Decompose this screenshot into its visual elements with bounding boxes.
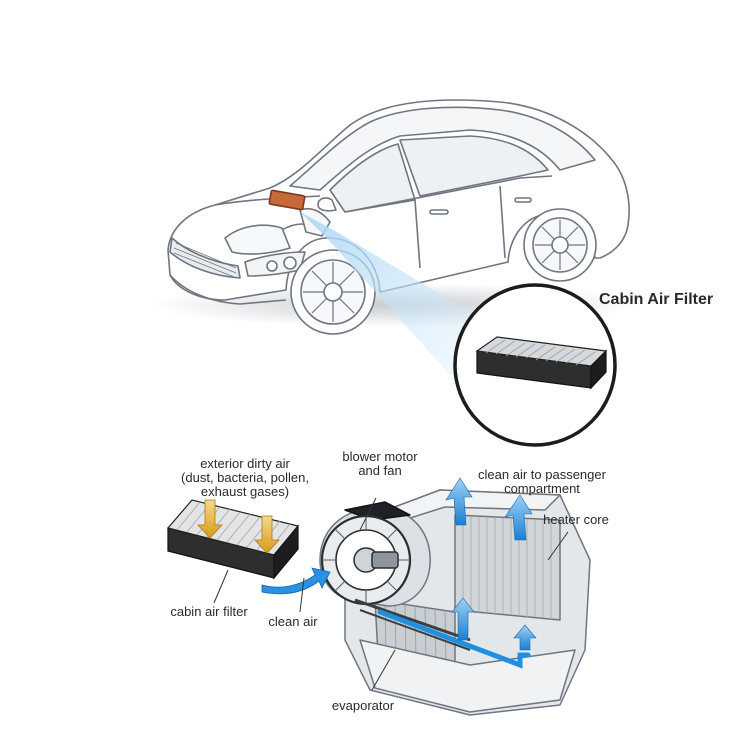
- clean-air-to-cabin-arrow: [504, 494, 533, 541]
- label-blower-motor: blower motor and fan: [330, 450, 430, 478]
- clean-air-up-arrow: [451, 597, 475, 641]
- cabin-filter-location-highlight: [268, 189, 306, 211]
- blower-fan: [320, 514, 412, 606]
- label-line: blower motor: [342, 449, 418, 464]
- label-line: exterior dirty air: [200, 456, 290, 471]
- filter-inset-icon: [475, 336, 608, 390]
- label-evaporator: evaporator: [331, 698, 395, 713]
- diagram-title: Cabin Air Filter: [599, 291, 714, 308]
- leader-lines: [213, 497, 569, 691]
- filter-inset-circle: [453, 283, 617, 447]
- car-illustration: [150, 99, 640, 335]
- focus-beam: [300, 212, 480, 388]
- clean-air-duct-flow: [377, 609, 531, 669]
- label-line: and fan: [358, 463, 402, 478]
- label-clean-air: clean air: [268, 614, 318, 629]
- label-line: clean air to passenger: [478, 467, 606, 482]
- label-clean-air-passenger: clean air to passenger compartment: [462, 468, 622, 496]
- clean-air-flow: [261, 477, 537, 669]
- label-line: exhaust gases): [200, 484, 290, 499]
- label-line: (dust, bacteria, pollen,: [181, 470, 309, 485]
- label-line: compartment: [504, 481, 580, 496]
- label-heater-core: heater core: [543, 512, 609, 527]
- clean-air-to-cabin-arrow: [445, 477, 473, 526]
- dirty-air-arrow: [197, 499, 223, 539]
- dirty-air-arrows: [197, 499, 280, 554]
- label-exterior-dirty-air: exterior dirty air (dust, bacteria, poll…: [170, 457, 320, 499]
- cabin-air-filter-element: [166, 499, 300, 580]
- clean-air-arrow: [261, 567, 331, 595]
- dirty-air-arrow: [254, 515, 280, 554]
- clean-air-up-arrow: [513, 624, 537, 651]
- label-cabin-air-filter: cabin air filter: [170, 604, 248, 619]
